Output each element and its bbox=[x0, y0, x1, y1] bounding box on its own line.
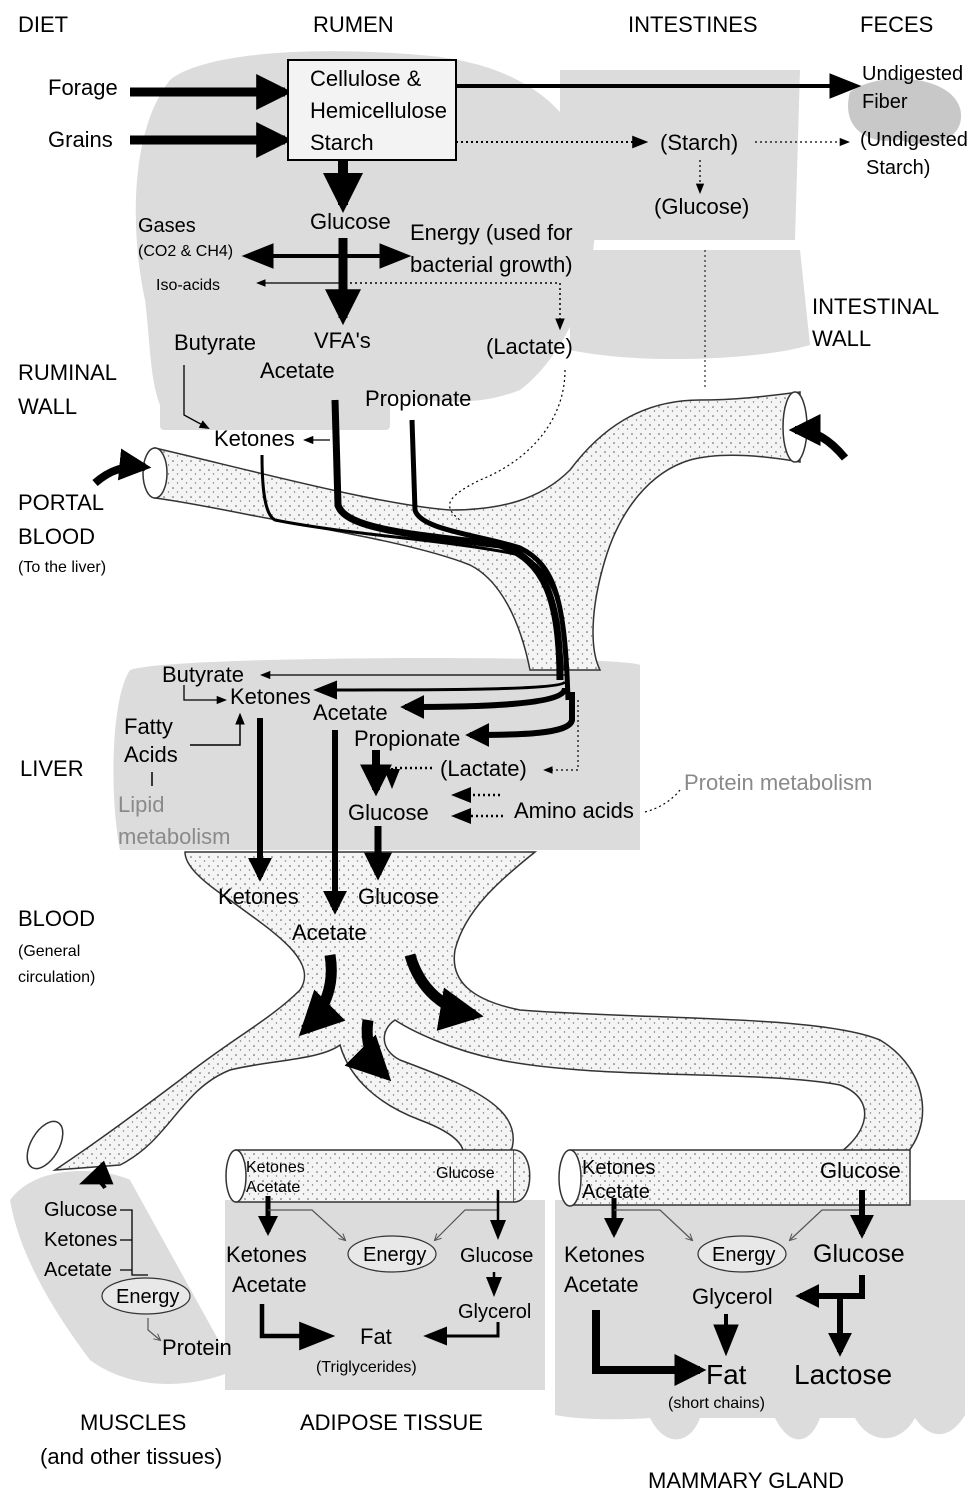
header-ruminal-wall-2: WALL bbox=[18, 394, 77, 419]
muscle-acetate-label: Acetate bbox=[44, 1259, 112, 1281]
ruminal-wall bbox=[160, 380, 390, 430]
header-diet: DIET bbox=[18, 12, 68, 37]
hemicellulose-label: Hemicellulose bbox=[310, 98, 447, 123]
adipose-ketones-label: Ketones bbox=[226, 1242, 307, 1267]
header-adipose: ADIPOSE TISSUE bbox=[300, 1410, 483, 1435]
adipose-tube-glucose-label: Glucose bbox=[436, 1165, 495, 1182]
lipid-metabolism-label-2: metabolism bbox=[118, 824, 230, 849]
rumen-ketones-label: Ketones bbox=[214, 426, 295, 451]
header-muscles-2: (and other tissues) bbox=[40, 1444, 222, 1469]
mammary-fat-sub-label: (short chains) bbox=[668, 1395, 765, 1412]
undigested-fiber-label-2: Fiber bbox=[862, 91, 908, 113]
header-mammary: MAMMARY GLAND bbox=[648, 1468, 844, 1493]
header-rumen: RUMEN bbox=[313, 12, 394, 37]
protein-metabolism-link bbox=[645, 790, 680, 812]
energy-label-2: bacterial growth) bbox=[410, 252, 573, 277]
adipose-tube-ketones-label: Ketones bbox=[246, 1159, 305, 1176]
header-blood-1: BLOOD bbox=[18, 906, 95, 931]
undigested-starch-label-2: Starch) bbox=[866, 157, 930, 179]
header-portal-blood-1: PORTAL bbox=[18, 490, 104, 515]
blood-acetate-label: Acetate bbox=[292, 920, 367, 945]
gases-sub-label: (CO2 & CH4) bbox=[138, 243, 233, 260]
liver-acetate-label: Acetate bbox=[313, 700, 388, 725]
blood-ketones-label: Ketones bbox=[218, 884, 299, 909]
liver-ketones-label: Ketones bbox=[230, 684, 311, 709]
fatty-acids-label-2: Acids bbox=[124, 742, 178, 767]
header-blood-2: (General bbox=[18, 943, 80, 960]
header-feces: FECES bbox=[860, 12, 933, 37]
lipid-metabolism-label-1: Lipid bbox=[118, 792, 164, 817]
header-ruminal-wall-1: RUMINAL bbox=[18, 360, 117, 385]
header-portal-blood-2: BLOOD bbox=[18, 524, 95, 549]
header-intestinal-wall-1: INTESTINAL bbox=[812, 294, 939, 319]
energy-label-1: Energy (used for bbox=[410, 220, 573, 245]
vfas-label: VFA's bbox=[314, 328, 371, 353]
cellulose-label: Cellulose & bbox=[310, 66, 422, 91]
liver-lactate-label: (Lactate) bbox=[440, 756, 527, 781]
portal-inflow-arrow bbox=[95, 467, 145, 483]
header-muscles-1: MUSCLES bbox=[80, 1410, 186, 1435]
adipose-fat-sub-label: (Triglycerides) bbox=[316, 1359, 417, 1376]
header-portal-blood-3: (To the liver) bbox=[18, 559, 106, 576]
mammary-lactose-label: Lactose bbox=[794, 1359, 892, 1390]
adipose-tube-acetate-label: Acetate bbox=[246, 1179, 300, 1196]
mammary-fat-label: Fat bbox=[706, 1359, 747, 1390]
gases-label: Gases bbox=[138, 215, 196, 237]
adipose-glucose-label: Glucose bbox=[460, 1245, 533, 1267]
general-circulation bbox=[55, 852, 923, 1170]
mammary-ketones-label: Ketones bbox=[564, 1242, 645, 1267]
mammary-tube-acetate-label: Acetate bbox=[582, 1181, 650, 1203]
rumen-acetate-label: Acetate bbox=[260, 358, 335, 383]
intestine-glucose-label: (Glucose) bbox=[654, 194, 749, 219]
rumen-glucose-label: Glucose bbox=[310, 209, 391, 234]
muscle-ketones-label: Ketones bbox=[44, 1229, 117, 1251]
muscle-glucose-label: Glucose bbox=[44, 1199, 117, 1221]
header-blood-3: circulation) bbox=[18, 969, 95, 986]
mammary-glycerol-label: Glycerol bbox=[692, 1284, 773, 1309]
muscle-energy-label: Energy bbox=[116, 1286, 179, 1308]
mammary-tube-opening bbox=[559, 1150, 581, 1206]
header-intestinal-wall-2: WALL bbox=[812, 326, 871, 351]
muscle-protein-label: Protein bbox=[162, 1335, 232, 1360]
forage-label: Forage bbox=[48, 75, 118, 100]
starch-label: Starch bbox=[310, 130, 374, 155]
mammary-tube-ketones-label: Ketones bbox=[582, 1157, 655, 1179]
adipose-glycerol-label: Glycerol bbox=[458, 1301, 531, 1323]
mammary-energy-label: Energy bbox=[712, 1244, 775, 1266]
mammary-glucose-label: Glucose bbox=[813, 1240, 905, 1268]
iso-acids-label: Iso-acids bbox=[156, 277, 220, 294]
rumen-lactate-label: (Lactate) bbox=[486, 334, 573, 359]
rumen-butyrate-label: Butyrate bbox=[174, 330, 256, 355]
adipose-fat-label: Fat bbox=[360, 1324, 392, 1349]
liver-glucose-label: Glucose bbox=[348, 800, 429, 825]
adipose-tube-cap bbox=[514, 1150, 530, 1202]
mammary-acetate-label: Acetate bbox=[564, 1272, 639, 1297]
intestine-organ-lower bbox=[570, 250, 810, 359]
grains-label: Grains bbox=[48, 127, 113, 152]
protein-metabolism-label: Protein metabolism bbox=[684, 770, 872, 795]
header-liver: LIVER bbox=[20, 756, 84, 781]
adipose-tube-opening bbox=[226, 1150, 246, 1202]
liver-propionate-label: Propionate bbox=[354, 726, 460, 751]
header-intestines: INTESTINES bbox=[628, 12, 758, 37]
blood-glucose-label: Glucose bbox=[358, 884, 439, 909]
amino-acids-label: Amino acids bbox=[514, 798, 634, 823]
fatty-acids-label-1: Fatty bbox=[124, 714, 173, 739]
undigested-starch-label-1: (Undigested bbox=[860, 129, 968, 151]
undigested-fiber-label-1: Undigested bbox=[862, 63, 963, 85]
intestine-starch-label: (Starch) bbox=[660, 130, 738, 155]
portal-vein-opening-left bbox=[143, 448, 167, 498]
adipose-acetate-label: Acetate bbox=[232, 1272, 307, 1297]
mammary-tube-glucose-label: Glucose bbox=[820, 1158, 901, 1183]
adipose-energy-label: Energy bbox=[363, 1244, 426, 1266]
rumen-propionate-label: Propionate bbox=[365, 386, 471, 411]
